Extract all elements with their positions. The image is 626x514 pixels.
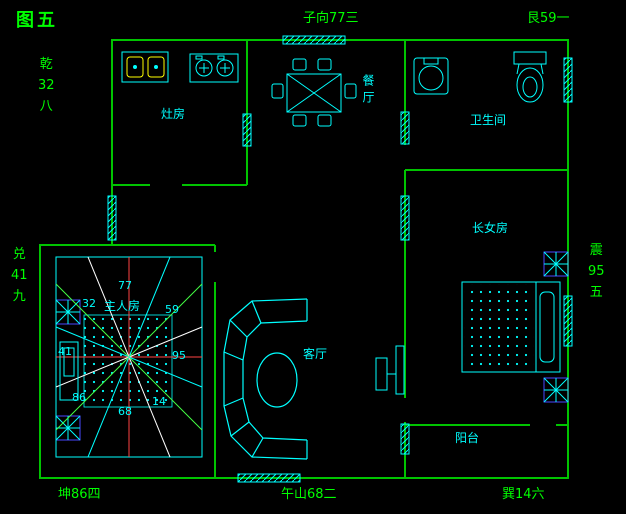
wardrobe-icon [59, 341, 79, 401]
star-number-upper-left: 32 [82, 297, 96, 310]
compass-left-upper-line1: 乾 [39, 57, 53, 72]
compass-left-middle-line2: 41 [11, 268, 28, 283]
compass-label-top-right: 艮59一 [527, 11, 570, 26]
compass-label-top-center: 子向77三 [303, 11, 359, 26]
star-number-bottom: 68 [118, 405, 132, 418]
washbasin-icon [413, 57, 449, 95]
figure-title: 图五 [16, 10, 58, 31]
room-label-daughter-room: 长女房 [472, 221, 509, 235]
gas-stove-icon [189, 53, 239, 83]
compass-right-middle-line3: 五 [589, 285, 603, 300]
compass-right-middle-line2: 95 [588, 264, 605, 279]
compass-label-bottom-center: 午山68二 [281, 487, 337, 502]
star-number-lower-right: 14 [152, 395, 166, 408]
compass-right-middle-line1: 震 [589, 243, 603, 258]
compass-label-bottom-left: 坤86四 [58, 487, 101, 502]
compass-left-upper-line3: 八 [39, 99, 53, 114]
star-number-lower-left: 86 [72, 391, 86, 404]
kitchen-sink [121, 51, 169, 83]
compass-left-middle-line1: 兑 [12, 247, 26, 262]
compass-label-left-upper: 乾 32 八 [38, 58, 55, 113]
room-label-master-room: 主人房 [104, 299, 141, 313]
compass-left-middle-line3: 九 [12, 289, 26, 304]
sofa-icon [223, 298, 308, 460]
star-number-top: 77 [118, 279, 132, 292]
room-label-living-room: 客厅 [303, 347, 328, 361]
star-number-left: 41 [58, 345, 72, 358]
room-label-kitchen: 灶房 [161, 107, 186, 121]
compass-label-left-middle: 兑 41 九 [11, 248, 28, 303]
dining-table-set [271, 58, 357, 127]
daughter-bed [461, 281, 561, 373]
walls [39, 39, 569, 479]
room-label-dining: 餐厅 [361, 74, 375, 108]
star-number-upper-right: 59 [165, 303, 179, 316]
room-label-balcony: 阳台 [455, 431, 480, 445]
compass-label-right-middle: 震 95 五 [588, 244, 605, 299]
toilet-icon [513, 51, 547, 103]
tv-stand-icon [375, 345, 405, 395]
master-bed-star [55, 256, 203, 458]
compass-label-bottom-right: 巽14六 [502, 487, 545, 502]
compass-left-upper-line2: 32 [38, 78, 55, 93]
star-number-right: 95 [172, 349, 186, 362]
room-label-bathroom: 卫生间 [470, 113, 507, 127]
window-symbols [107, 35, 573, 483]
